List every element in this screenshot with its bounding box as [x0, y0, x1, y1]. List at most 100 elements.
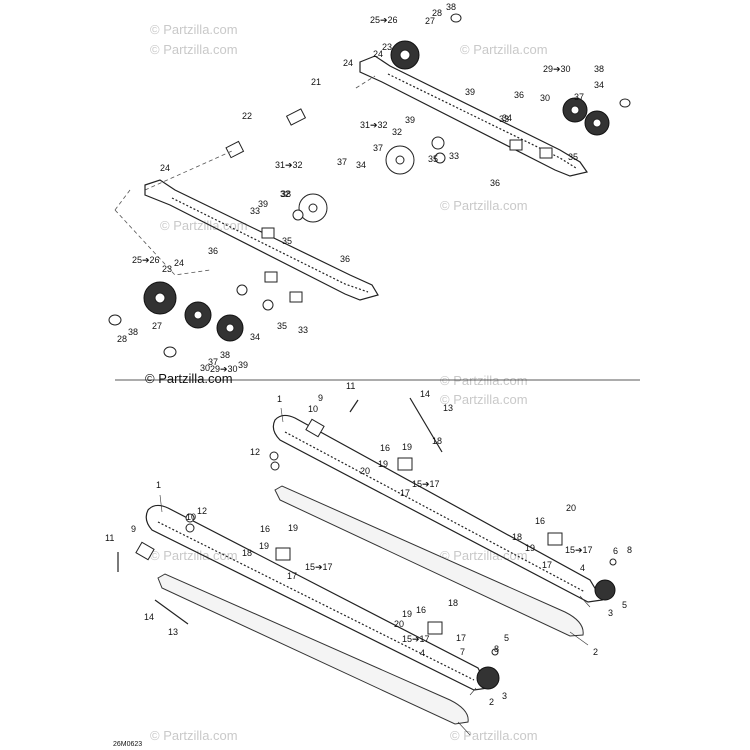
upper-callout-26: 36	[490, 178, 500, 188]
upper-callout-1: 25➔26	[370, 15, 398, 25]
lower-callout-15: 1	[156, 480, 161, 490]
lower-callout-5: 14	[420, 389, 430, 399]
upper-callout-13: 39	[465, 87, 475, 97]
lower-callout-22: 18	[242, 548, 252, 558]
left-rail	[145, 504, 500, 725]
lower-callout-1: 11	[346, 381, 355, 391]
lower-rail-assembly	[117, 397, 617, 736]
lower-callout-46: 4	[420, 648, 425, 658]
upper-callout-19: 39	[405, 115, 415, 125]
lower-callout-29: 20	[566, 503, 576, 513]
lower-callout-25: 17	[287, 571, 297, 581]
lower-callout-23: 19	[259, 541, 269, 551]
right-rail	[272, 414, 616, 637]
leader-lines	[159, 407, 591, 736]
upper-rear-rail	[359, 55, 588, 177]
lower-callout-50: 3	[502, 691, 507, 701]
upper-left-idlers	[108, 281, 244, 358]
watermark-5: © Partzilla.com	[160, 218, 248, 233]
diagram-code: 26M0623	[113, 741, 142, 748]
lower-callout-13: 15➔17	[412, 479, 440, 489]
upper-callout-34: 33	[250, 206, 260, 216]
lower-callout-45: 17	[456, 633, 466, 643]
upper-callout-21: 34	[502, 113, 512, 123]
watermark-2: © Partzilla.com	[150, 42, 238, 57]
lower-callout-35: 5	[622, 600, 627, 610]
upper-callout-29: 34	[356, 160, 366, 170]
upper-callout-7: 24	[343, 58, 353, 68]
upper-callout-39: 23	[162, 264, 172, 274]
lower-callout-6: 13	[443, 403, 453, 413]
lower-callout-3: 10	[308, 404, 318, 414]
upper-callout-18: 32	[392, 127, 402, 137]
watermark-layer: © Partzilla.com © Partzilla.com © Partzi…	[150, 22, 548, 743]
watermark-8: © Partzilla.com	[440, 548, 528, 563]
lower-callout-26: 18	[512, 532, 522, 542]
upper-callout-2: 27	[425, 16, 435, 26]
lower-callout-11: 19	[378, 459, 388, 469]
upper-callout-28: 31➔32	[275, 160, 303, 170]
lower-callout-43: 18	[448, 598, 458, 608]
upper-callout-3: 28	[432, 8, 442, 18]
upper-callout-15: 30	[540, 93, 550, 103]
upper-callout-40: 24	[174, 258, 184, 268]
lower-callout-18: 9	[131, 524, 136, 534]
lower-callout-9: 19	[402, 442, 412, 452]
upper-callout-46: 37	[208, 357, 218, 367]
upper-callout-49: 39	[238, 360, 248, 370]
upper-callout-44: 30	[200, 363, 210, 373]
upper-right-idlers	[236, 13, 631, 311]
upper-callout-48: 29➔30	[210, 364, 238, 374]
watermark-11: © Partzilla.com	[450, 728, 538, 743]
lower-callout-36: 3	[608, 608, 613, 618]
upper-callout-17: 31➔32	[360, 120, 388, 130]
upper-callout-41: 27	[152, 321, 162, 331]
lower-callout-24: 15➔17	[305, 562, 333, 572]
upper-callout-9: 29➔30	[543, 64, 571, 74]
lower-callout-44: 15➔17	[402, 634, 430, 644]
upper-callout-8: 21	[311, 77, 321, 87]
lower-callout-49: 5	[504, 633, 509, 643]
lower-callout-19: 11	[105, 533, 114, 543]
upper-callout-14: 36	[514, 90, 524, 100]
lower-callout-14: 17	[400, 488, 410, 498]
lower-callout-48: 8	[494, 644, 499, 654]
upper-callout-25: 35	[568, 152, 578, 162]
lower-callout-34: 8	[627, 545, 632, 555]
upper-callout-42: 28	[117, 334, 127, 344]
upper-callout-6: 24	[373, 49, 383, 59]
lower-callout-47: 7	[460, 647, 465, 657]
upper-callout-35: 35	[282, 236, 292, 246]
upper-callout-31: 37	[337, 157, 347, 167]
upper-callout-47: 38	[220, 350, 230, 360]
upper-callout-20: 33	[449, 151, 459, 161]
upper-callout-50: 35	[277, 321, 287, 331]
watermark-6: © Partzilla.com	[440, 373, 528, 388]
lower-callout-31: 17	[542, 560, 552, 570]
lower-callout-28: 19	[525, 543, 535, 553]
cross-shaft	[225, 85, 358, 159]
lower-callout-33: 6	[613, 546, 618, 556]
upper-callout-11: 38	[594, 64, 604, 74]
lower-callout-41: 19	[402, 609, 412, 619]
lower-callout-4: 1	[277, 394, 282, 404]
upper-callout-4: 38	[446, 2, 456, 12]
lower-callout-8: 16	[380, 443, 390, 453]
lower-callout-10: 18	[432, 436, 442, 446]
lower-callout-7: 12	[250, 447, 260, 457]
upper-callout-43: 38	[128, 327, 138, 337]
lower-callout-27: 16	[535, 516, 545, 526]
upper-callout-45: 34	[250, 332, 260, 342]
upper-callout-33: 39	[258, 199, 268, 209]
upper-callout-27: 24	[160, 163, 170, 173]
lower-callout-32: 4	[580, 563, 585, 573]
lower-callout-2: 9	[318, 393, 323, 403]
watermark-1: © Partzilla.com	[150, 22, 238, 37]
upper-callout-22: 37	[373, 143, 383, 153]
lower-callout-38: 14	[144, 612, 154, 622]
watermark-10: © Partzilla.com	[150, 728, 238, 743]
watermark-7: © Partzilla.com	[440, 392, 528, 407]
partzilla-logo: © Partzilla.com	[145, 371, 233, 386]
